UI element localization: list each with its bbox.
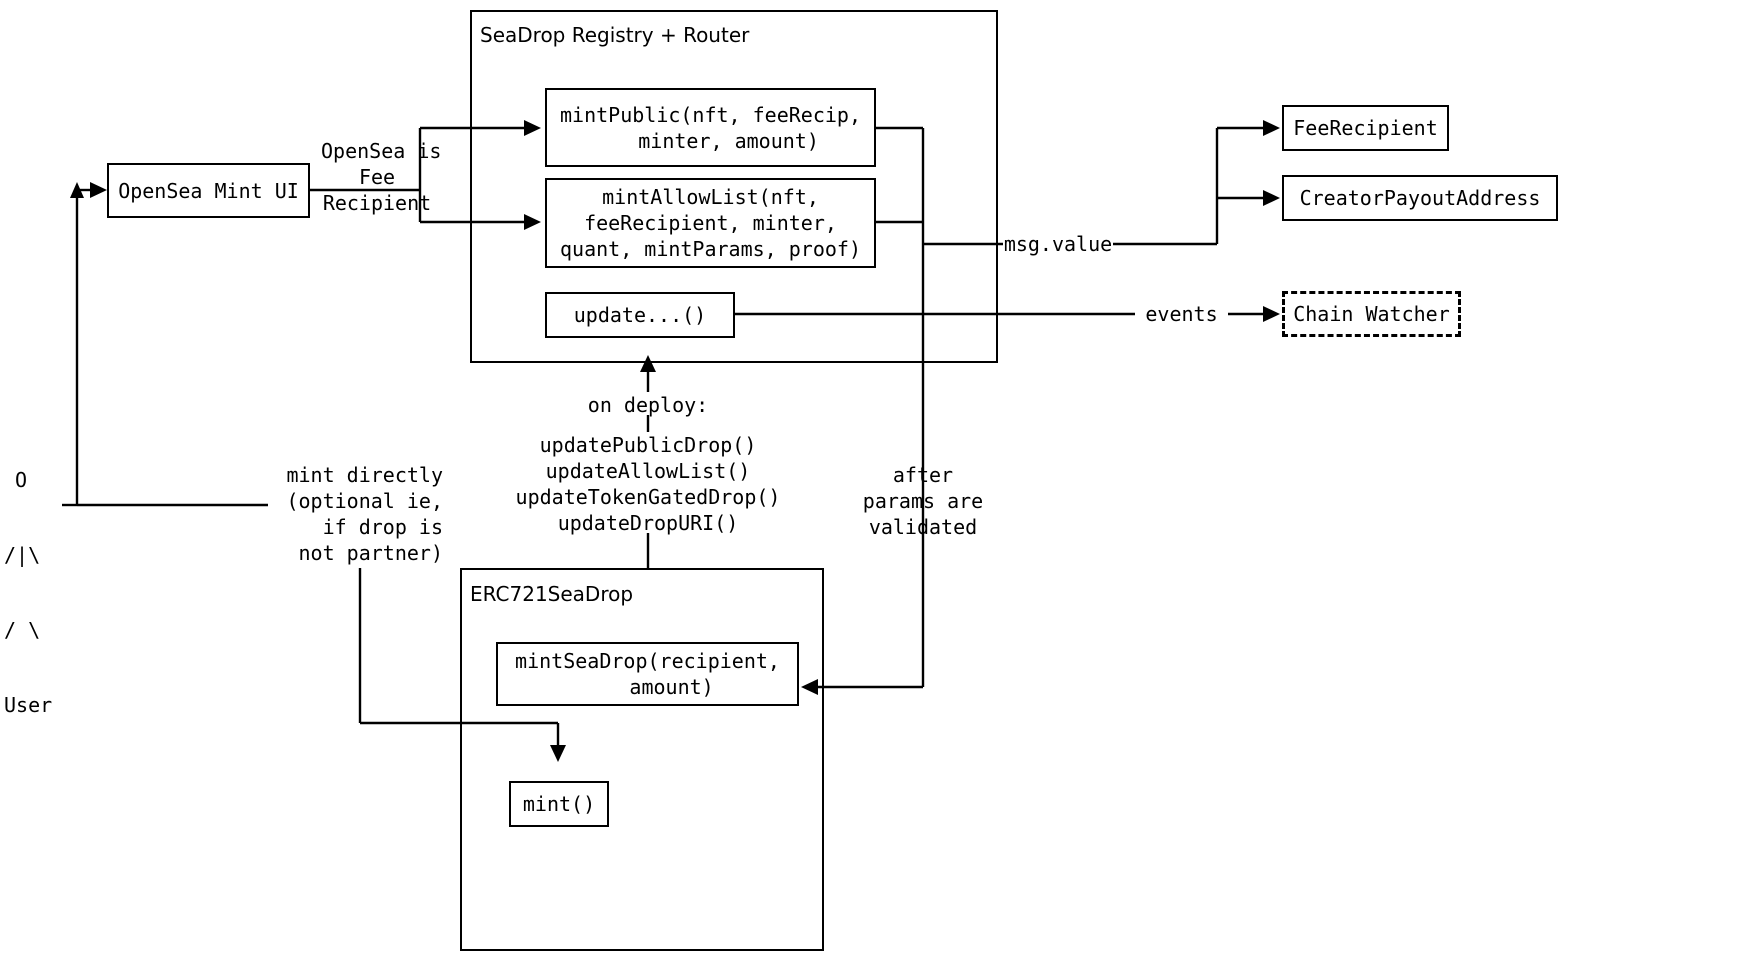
update-fn-label: update...() [573, 303, 707, 327]
arrowhead-chainwatcher [1263, 306, 1280, 322]
update-fn-box[interactable] [545, 292, 735, 338]
creator-payout-address-box[interactable] [1282, 175, 1558, 221]
opensea-mint-ui-box[interactable] [107, 163, 310, 218]
on-deploy-calls-label: updatePublicDrop() updateAllowList() upd… [515, 433, 781, 535]
mint-public-label: mintPublic(nft, feeRecip, minter, amount… [559, 102, 862, 153]
opensea-mint-ui-label: OpenSea Mint UI [118, 178, 299, 203]
events-label: events [1145, 302, 1218, 326]
mint-allow-list-box[interactable] [545, 178, 876, 268]
mint-directly-label: mint directly (optional ie, if drop is n… [286, 463, 443, 565]
erc721-seadrop-title: ERC721SeaDrop [470, 582, 634, 606]
arrowhead-into-opensea-ui [70, 182, 84, 198]
mint-allow-list-label: mintAllowList(nft, feeRecipient, minter,… [559, 185, 862, 261]
fee-recipient-label: FeeRecipient [1293, 116, 1438, 140]
creator-payout-address-label: CreatorPayoutAddress [1299, 186, 1541, 210]
seadrop-registry-router-group [470, 10, 998, 363]
mint-seadrop-box[interactable] [496, 642, 799, 706]
arrowhead-creatorpayout [1263, 190, 1280, 206]
erc721-seadrop-group [460, 568, 824, 951]
mint-fn-label: mint() [522, 792, 596, 816]
user-actor: O /|\ / \ User [4, 418, 52, 768]
seadrop-registry-router-title: SeaDrop Registry + Router [480, 23, 750, 47]
arrowhead-feerecipient [1263, 120, 1280, 136]
actor-label: User [4, 693, 53, 717]
mint-seadrop-label: mintSeaDrop(recipient, amount) [515, 649, 780, 699]
mint-public-box[interactable] [545, 88, 876, 167]
fee-recipient-box[interactable] [1282, 105, 1449, 151]
actor-arms-icon: /|\ [4, 543, 41, 567]
on-deploy-label: on deploy: [587, 393, 709, 417]
chain-watcher-box[interactable] [1282, 291, 1461, 337]
mint-fn-box[interactable] [509, 781, 609, 827]
actor-head-icon: O [15, 468, 28, 492]
opensea-is-fee-recipient-label: OpenSea is Fee Recipient [321, 139, 442, 215]
actor-legs-icon: / \ [4, 618, 41, 642]
msg-value-label: msg.value [1003, 232, 1113, 256]
after-params-validated-label: after params are validated [862, 463, 984, 539]
chain-watcher-label: Chain Watcher [1293, 302, 1450, 326]
